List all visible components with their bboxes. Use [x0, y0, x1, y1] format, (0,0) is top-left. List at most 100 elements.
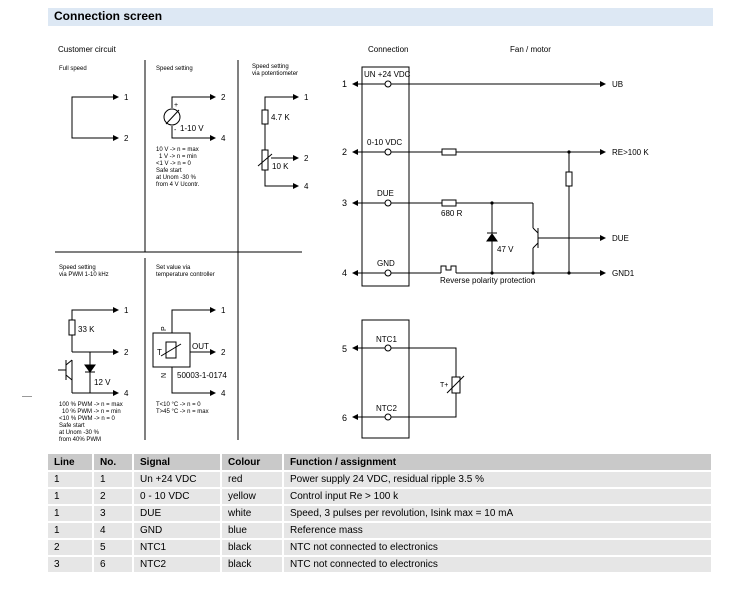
cell-colour: red — [221, 471, 284, 489]
pwm-resistor: 33 K — [78, 325, 95, 334]
speed-setting-pin-2: 2 — [221, 93, 226, 102]
pot-label-1: Speed setting — [252, 64, 289, 70]
pwm-note-5: at Unom -30 % — [59, 430, 100, 436]
cell-signal: NTC2 — [133, 556, 222, 574]
speed-setting-pin-4: 4 — [221, 134, 226, 143]
pot-pin-4: 4 — [304, 182, 309, 191]
temp-note-1: T<10 °C -> n = 0 — [156, 402, 201, 408]
ntc-pin-num-5: 5 — [342, 344, 347, 354]
cell-colour: black — [221, 556, 284, 574]
speed-setting-note-5: at Unom -30 % — [156, 175, 197, 181]
cell-colour: blue — [221, 522, 284, 540]
ntc-symbol-label: T+ — [440, 382, 448, 389]
cell-signal: 0 - 10 VDC — [133, 488, 222, 506]
pwm-label-2: via PWM 1-10 kHz — [59, 272, 109, 278]
pwm-circuit: Speed setting via PWM 1-10 kHz 33 K 12 V… — [58, 265, 129, 443]
cell-no: 2 — [93, 488, 134, 506]
temp-p: P — [161, 326, 168, 331]
cell-colour: yellow — [221, 488, 284, 506]
conn-out-2: RE>100 K — [612, 148, 649, 157]
pwm-zener: 12 V — [94, 378, 111, 387]
conn-pin-name-4: GND — [377, 259, 395, 268]
cell-signal: NTC1 — [133, 539, 222, 557]
customer-circuit-heading: Customer circuit — [58, 45, 117, 54]
conn-pin-name-3: DUE — [377, 189, 394, 198]
ntc-pin-name-2: NTC2 — [376, 404, 397, 413]
speed-setting-note-6: from 4 V Ucontr. — [156, 182, 200, 188]
wiring-diagram: Customer circuit Full speed 1 2 Speed se… — [55, 45, 649, 443]
cell-no: 1 — [93, 471, 134, 489]
cell-no: 6 — [93, 556, 134, 574]
cell-line: 2 — [48, 539, 94, 557]
temp-out: OUT — [192, 342, 209, 351]
title-bar: Connection screen — [48, 8, 713, 26]
cell-line: 1 — [48, 471, 94, 489]
conn-pin-name-1: UN +24 VDC — [364, 70, 411, 79]
cell-line: 1 — [48, 505, 94, 523]
conn-pin-num-2: 2 — [342, 147, 347, 157]
ntc-wiring — [352, 344, 465, 421]
cell-line: 1 — [48, 488, 94, 506]
speed-setting-circuit: Speed setting + - 1-10 V 2 4 10 V -> n =… — [156, 66, 226, 188]
temp-pin-4: 4 — [221, 389, 226, 398]
pwm-pin-1: 1 — [124, 306, 129, 315]
conn-out-3: DUE — [612, 234, 629, 243]
cell-function: Reference mass — [283, 522, 713, 540]
conn-out-4: GND1 — [612, 269, 635, 278]
table-row: 1 3 DUE white Speed, 3 pulses per revolu… — [48, 505, 713, 523]
col-function: Function / assignment — [283, 454, 713, 472]
connector-box — [361, 66, 410, 287]
cell-line: 1 — [48, 522, 94, 540]
pwm-label-1: Speed setting — [59, 265, 96, 271]
pot-pin-1: 1 — [304, 93, 309, 102]
resistor-680r: 680 R — [441, 209, 463, 218]
cell-function: Speed, 3 pulses per revolution, Isink ma… — [283, 505, 713, 523]
speed-setting-note-1: 10 V -> n = max — [156, 147, 199, 153]
fan-motor-heading: Fan / motor — [510, 45, 551, 54]
source-voltage: 1-10 V — [180, 124, 204, 133]
ntc-pin-num-6: 6 — [342, 413, 347, 423]
junction-dots — [490, 150, 571, 275]
table-row: 2 5 NTC1 black NTC not connected to elec… — [48, 539, 713, 557]
speed-setting-label: Speed setting — [156, 66, 193, 72]
conn-out-1: UB — [612, 80, 623, 89]
pot-label-2: via potentiometer — [252, 71, 298, 77]
cell-function: Control input Re > 100 k — [283, 488, 713, 506]
cell-function: NTC not connected to electronics — [283, 539, 713, 557]
full-speed-pin-2: 2 — [124, 134, 129, 143]
pwm-note-4: Safe start — [59, 423, 85, 429]
speed-setting-note-3: <1 V -> n = 0 — [156, 161, 192, 167]
connection-wiring — [352, 80, 606, 277]
assignment-table: Line No. Signal Colour Function / assign… — [48, 454, 713, 574]
pwm-pin-2: 2 — [124, 348, 129, 357]
conn-pin-num-1: 1 — [342, 79, 347, 89]
table-header-row: Line No. Signal Colour Function / assign… — [48, 454, 713, 472]
cell-line: 3 — [48, 556, 94, 574]
pot-pin-2: 2 — [304, 154, 309, 163]
page-title: Connection screen — [54, 9, 163, 23]
cell-colour: white — [221, 505, 284, 523]
temp-pin-2: 2 — [221, 348, 226, 357]
full-speed-pin-1: 1 — [124, 93, 129, 102]
grid-lines — [55, 60, 302, 440]
pwm-note-3: <10 % PWM -> n = 0 — [59, 416, 116, 422]
pwm-note-6: from 40% PWM — [59, 437, 101, 443]
full-speed-label: Full speed — [59, 66, 87, 72]
col-line: Line — [48, 454, 94, 472]
cell-no: 4 — [93, 522, 134, 540]
potentiometer-circuit: Speed setting via potentiometer 4.7 K 10… — [252, 64, 309, 191]
col-signal: Signal — [133, 454, 222, 472]
pwm-pin-4: 4 — [124, 389, 129, 398]
temp-n: N — [161, 373, 168, 378]
speed-setting-note-2: 1 V -> n = min — [159, 154, 197, 160]
temp-controller-circuit: Set value via temperature controller P T… — [152, 265, 227, 415]
connection-heading: Connection — [368, 45, 408, 54]
temp-pin-1: 1 — [221, 306, 226, 315]
full-speed-circuit: Full speed 1 2 — [59, 66, 129, 143]
zener-47v: 47 V — [497, 245, 514, 254]
conn-pin-num-3: 3 — [342, 198, 347, 208]
cell-colour: black — [221, 539, 284, 557]
cell-signal: DUE — [133, 505, 222, 523]
stray-mark — [22, 396, 32, 397]
conn-pin-name-2: 0-10 VDC — [367, 138, 402, 147]
